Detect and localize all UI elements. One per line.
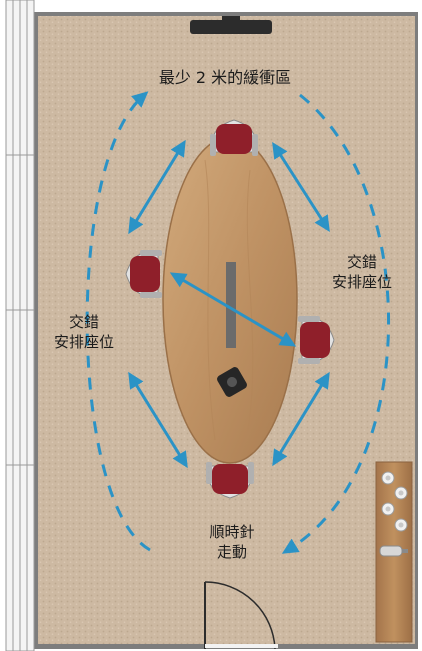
buffer-zone-left-curve bbox=[85, 91, 151, 552]
right-note-line2: 安排座位 bbox=[331, 273, 392, 291]
walk-note-line2: 走動 bbox=[216, 543, 247, 561]
left-note-line2: 安排座位 bbox=[53, 333, 114, 351]
clockwise-walk-label: 順時針 走動 bbox=[192, 522, 272, 562]
cup-icon bbox=[381, 471, 408, 532]
arrow-bottom-right bbox=[272, 371, 330, 467]
counter bbox=[375, 461, 413, 643]
sink-icon bbox=[379, 545, 408, 557]
right-staggered-seating-label: 交錯 安排座位 bbox=[322, 252, 402, 292]
chair-left bbox=[125, 250, 162, 298]
distance-arrows bbox=[128, 139, 330, 469]
arrow-bottom-left bbox=[128, 371, 188, 469]
arrow-top-left bbox=[128, 139, 186, 235]
wall-display-icon bbox=[190, 16, 272, 34]
arrow-diagonal bbox=[169, 272, 297, 347]
buffer-zone-right-curve bbox=[281, 93, 391, 554]
left-note-line1: 交錯 bbox=[68, 313, 99, 331]
chair-right bbox=[298, 316, 335, 364]
walk-note-line1: 順時針 bbox=[209, 523, 255, 541]
chair-bottom bbox=[206, 462, 254, 499]
right-note-line1: 交錯 bbox=[346, 253, 377, 271]
door-swing-icon bbox=[204, 581, 278, 650]
left-staggered-seating-label: 交錯 安排座位 bbox=[44, 312, 124, 352]
chair-top bbox=[210, 119, 258, 156]
conference-phone-icon bbox=[217, 367, 247, 397]
arrow-top-right bbox=[272, 141, 330, 233]
window-wall bbox=[5, 0, 35, 651]
buffer-zone-label: 最少 2 米的緩衝區 bbox=[158, 68, 292, 87]
